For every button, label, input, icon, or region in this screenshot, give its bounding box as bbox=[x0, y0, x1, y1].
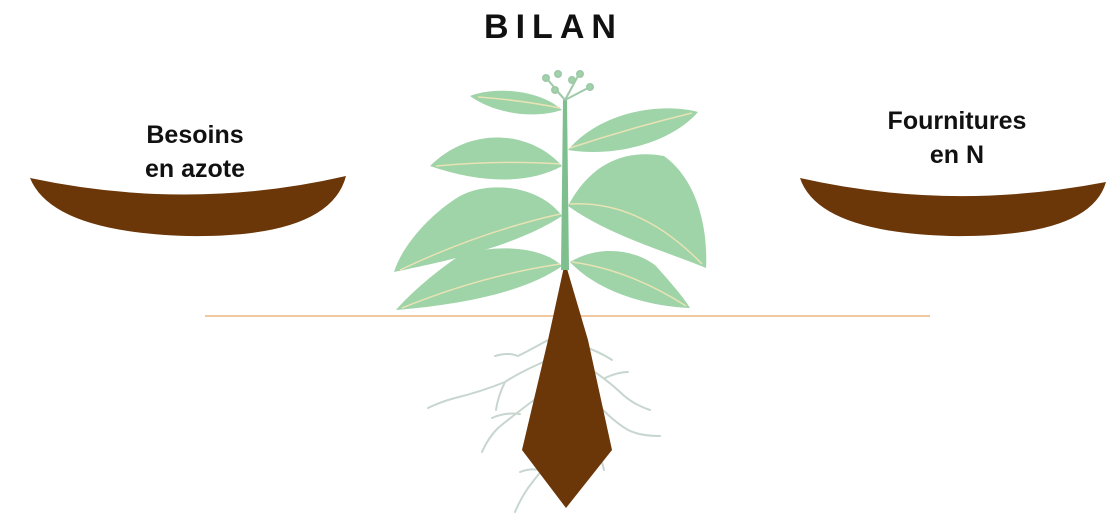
needs-label: Besoins en azote bbox=[90, 118, 300, 186]
leaf-top-left bbox=[470, 91, 562, 115]
needs-label-line1: Besoins bbox=[90, 118, 300, 152]
flower-head bbox=[543, 71, 593, 100]
tap-root bbox=[522, 262, 612, 508]
plant-leaves bbox=[394, 91, 706, 310]
supplies-label-line1: Fournitures bbox=[832, 104, 1082, 138]
leaf-upper-left bbox=[430, 137, 562, 179]
supplies-label-line2: en N bbox=[832, 138, 1082, 172]
needs-label-line2: en azote bbox=[90, 152, 300, 186]
diagram-title: BILAN bbox=[0, 8, 1107, 47]
plant-stem bbox=[561, 100, 569, 270]
leaf-upper-right bbox=[568, 108, 698, 152]
supplies-label: Fournitures en N bbox=[832, 104, 1082, 172]
leaf-mid-right bbox=[568, 154, 706, 268]
leaf-lower-right bbox=[570, 251, 690, 308]
right-balance-pan bbox=[800, 178, 1106, 236]
